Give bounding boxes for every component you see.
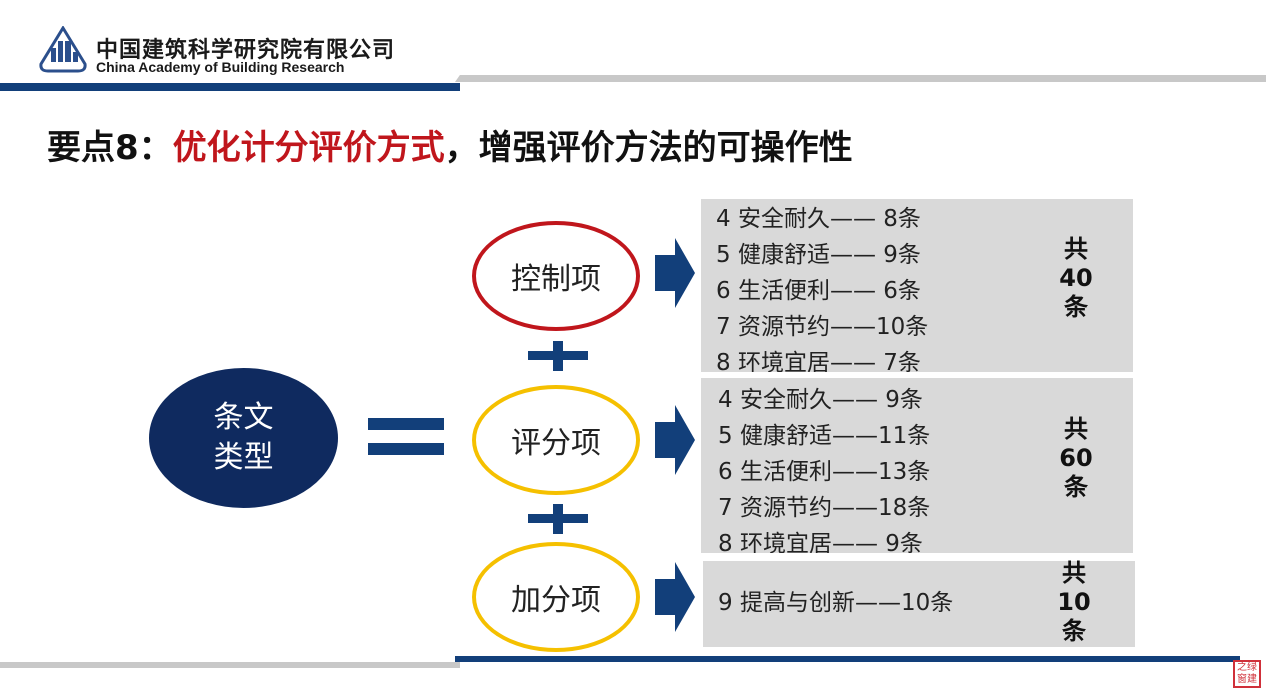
list-item: 8 环境宜居—— 7条 [716, 350, 921, 372]
stamp-seal: 之绿窗建 [1233, 660, 1261, 688]
footer-bar-gray [0, 662, 460, 668]
control-items-oval: 控制项 [472, 221, 640, 331]
control-items-box: 4 安全耐久—— 8条 5 健康舒适—— 9条 6 生活便利—— 6条 7 资源… [701, 199, 1133, 372]
list-item: 9 提高与创新——10条 [718, 590, 954, 616]
list-item: 5 健康舒适——11条 [718, 423, 931, 449]
list-item: 4 安全耐久—— 9条 [718, 387, 923, 413]
plus-icon [553, 341, 563, 371]
scoring-items-oval: 评分项 [472, 385, 640, 495]
header-bar [0, 83, 460, 91]
scoring-items-box: 4 安全耐久—— 9条 5 健康舒适——11条 6 生活便利——13条 7 资源… [701, 378, 1133, 553]
arrow-right-icon [655, 238, 695, 308]
list-item: 6 生活便利——13条 [718, 459, 931, 485]
cabr-logo [39, 26, 87, 73]
equals-sign-bottom [368, 443, 444, 455]
header-bar-gray [455, 75, 1266, 82]
arrow-right-icon [655, 405, 695, 475]
clause-type-ellipse: 条文类型 [149, 368, 338, 508]
list-item: 7 资源节约——10条 [716, 314, 929, 340]
list-item: 8 环境宜居—— 9条 [718, 531, 923, 553]
list-item: 6 生活便利—— 6条 [716, 278, 921, 304]
footer-bar [455, 656, 1240, 662]
plus-icon [553, 504, 563, 534]
list-item: 4 安全耐久—— 8条 [716, 206, 921, 232]
arrow-right-icon [655, 562, 695, 632]
org-name-en: China Academy of Building Research [96, 59, 345, 75]
list-item: 7 资源节约——18条 [718, 495, 931, 521]
slide-title: 要点8：优化计分评价方式，增强评价方法的可操作性 [47, 128, 853, 168]
bonus-items-oval: 加分项 [472, 542, 640, 652]
list-item: 5 健康舒适—— 9条 [716, 242, 921, 268]
equals-sign-top [368, 418, 444, 430]
org-name-cn: 中国建筑科学研究院有限公司 [96, 37, 396, 63]
